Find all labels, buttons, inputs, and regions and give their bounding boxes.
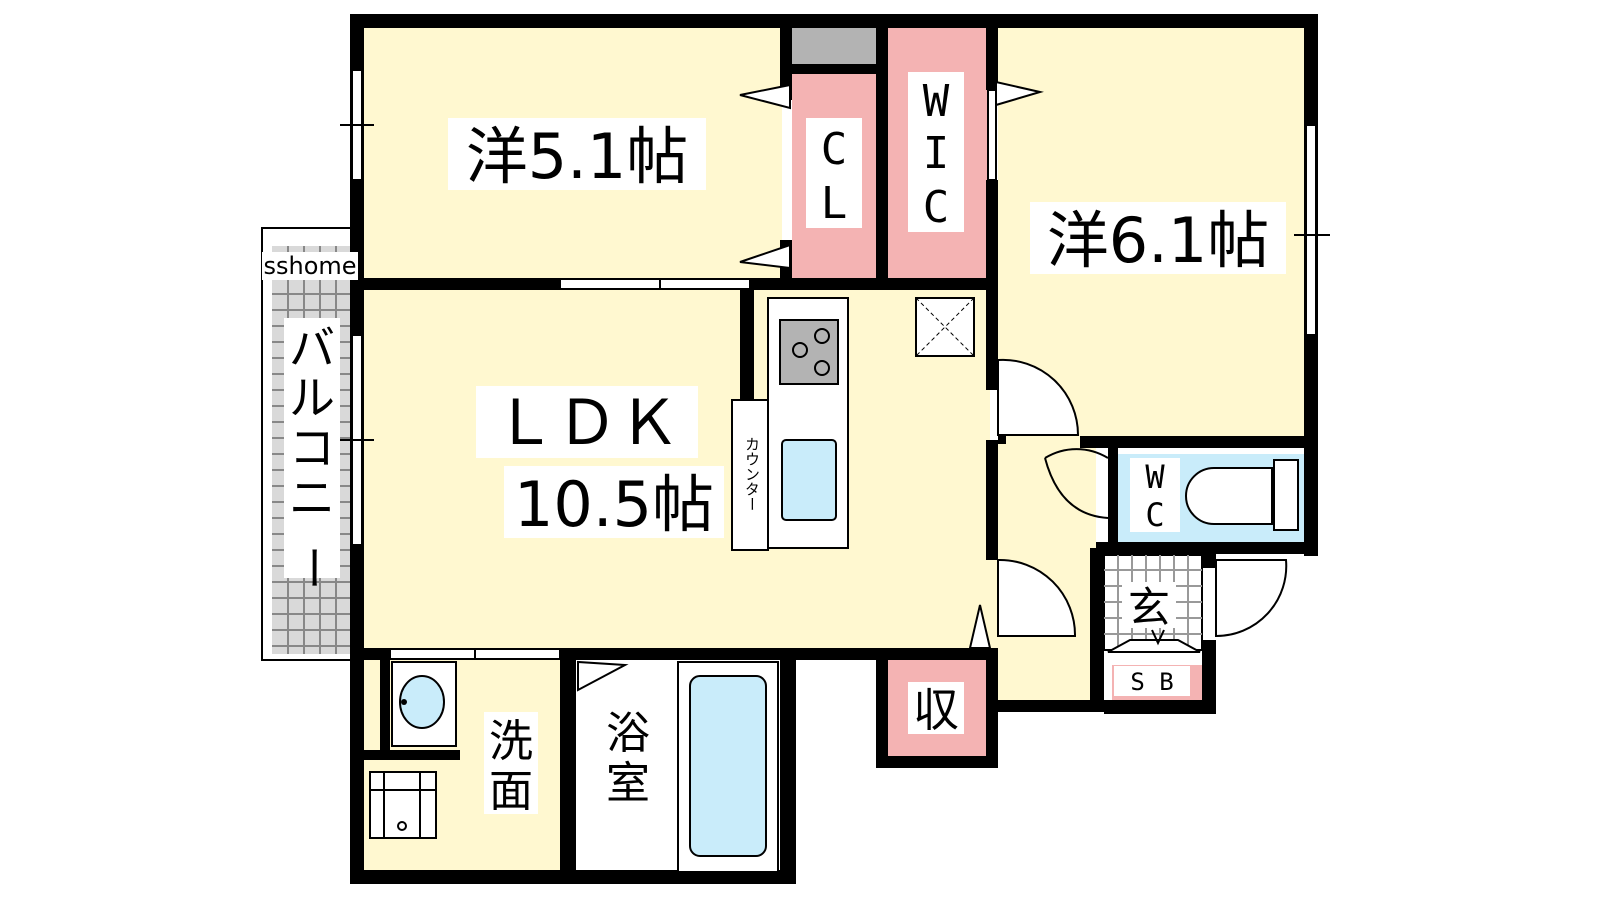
balcony [261, 227, 361, 661]
entrance-step [1107, 629, 1201, 653]
room-label-ldk-size: 10.5帖 [514, 468, 714, 541]
windows [340, 69, 1330, 660]
doors [577, 80, 1288, 692]
room-label-western-5-1: 洋5.1帖 [466, 120, 689, 193]
brand-logo: sshome [263, 252, 356, 280]
wc-label-c: C [1145, 496, 1164, 534]
washroom-label-2: 面 [489, 766, 533, 817]
room-label-ldk: ＬＤＫ [494, 386, 680, 459]
room-label-western-6-1: 洋6.1帖 [1047, 204, 1270, 277]
storage-label: 収 [913, 683, 959, 737]
closet-label-l: L [821, 178, 848, 229]
balcony-label-1: バ [289, 321, 335, 375]
closet-grey-shelf [792, 25, 880, 67]
wc-label-w: W [1145, 458, 1165, 496]
bath-label-1: 浴 [606, 708, 650, 759]
kitchen: カウンター [731, 290, 849, 551]
ventilation-box [915, 297, 975, 357]
balcony-label-5: ー [285, 545, 339, 591]
bath-label-2: 室 [606, 758, 650, 809]
shoe-box-label: S B [1130, 668, 1173, 696]
wic-label-c: C [923, 182, 950, 233]
wic-label-w: W [923, 76, 950, 127]
wash-basin [391, 661, 457, 747]
wic-label-i: I [923, 128, 950, 179]
washroom-label-1: 洗 [489, 716, 533, 767]
balcony-label-3: コ [289, 421, 335, 475]
closet-label-c: C [821, 124, 848, 175]
toilet [1185, 459, 1299, 531]
counter-label: カウンター [743, 437, 761, 512]
washing-machine-pan [369, 771, 437, 839]
balcony-label-2: ル [289, 371, 335, 425]
bathtub [677, 661, 779, 873]
entrance-label: 玄 [1128, 583, 1170, 632]
balcony-label-4: ニ [289, 471, 335, 525]
